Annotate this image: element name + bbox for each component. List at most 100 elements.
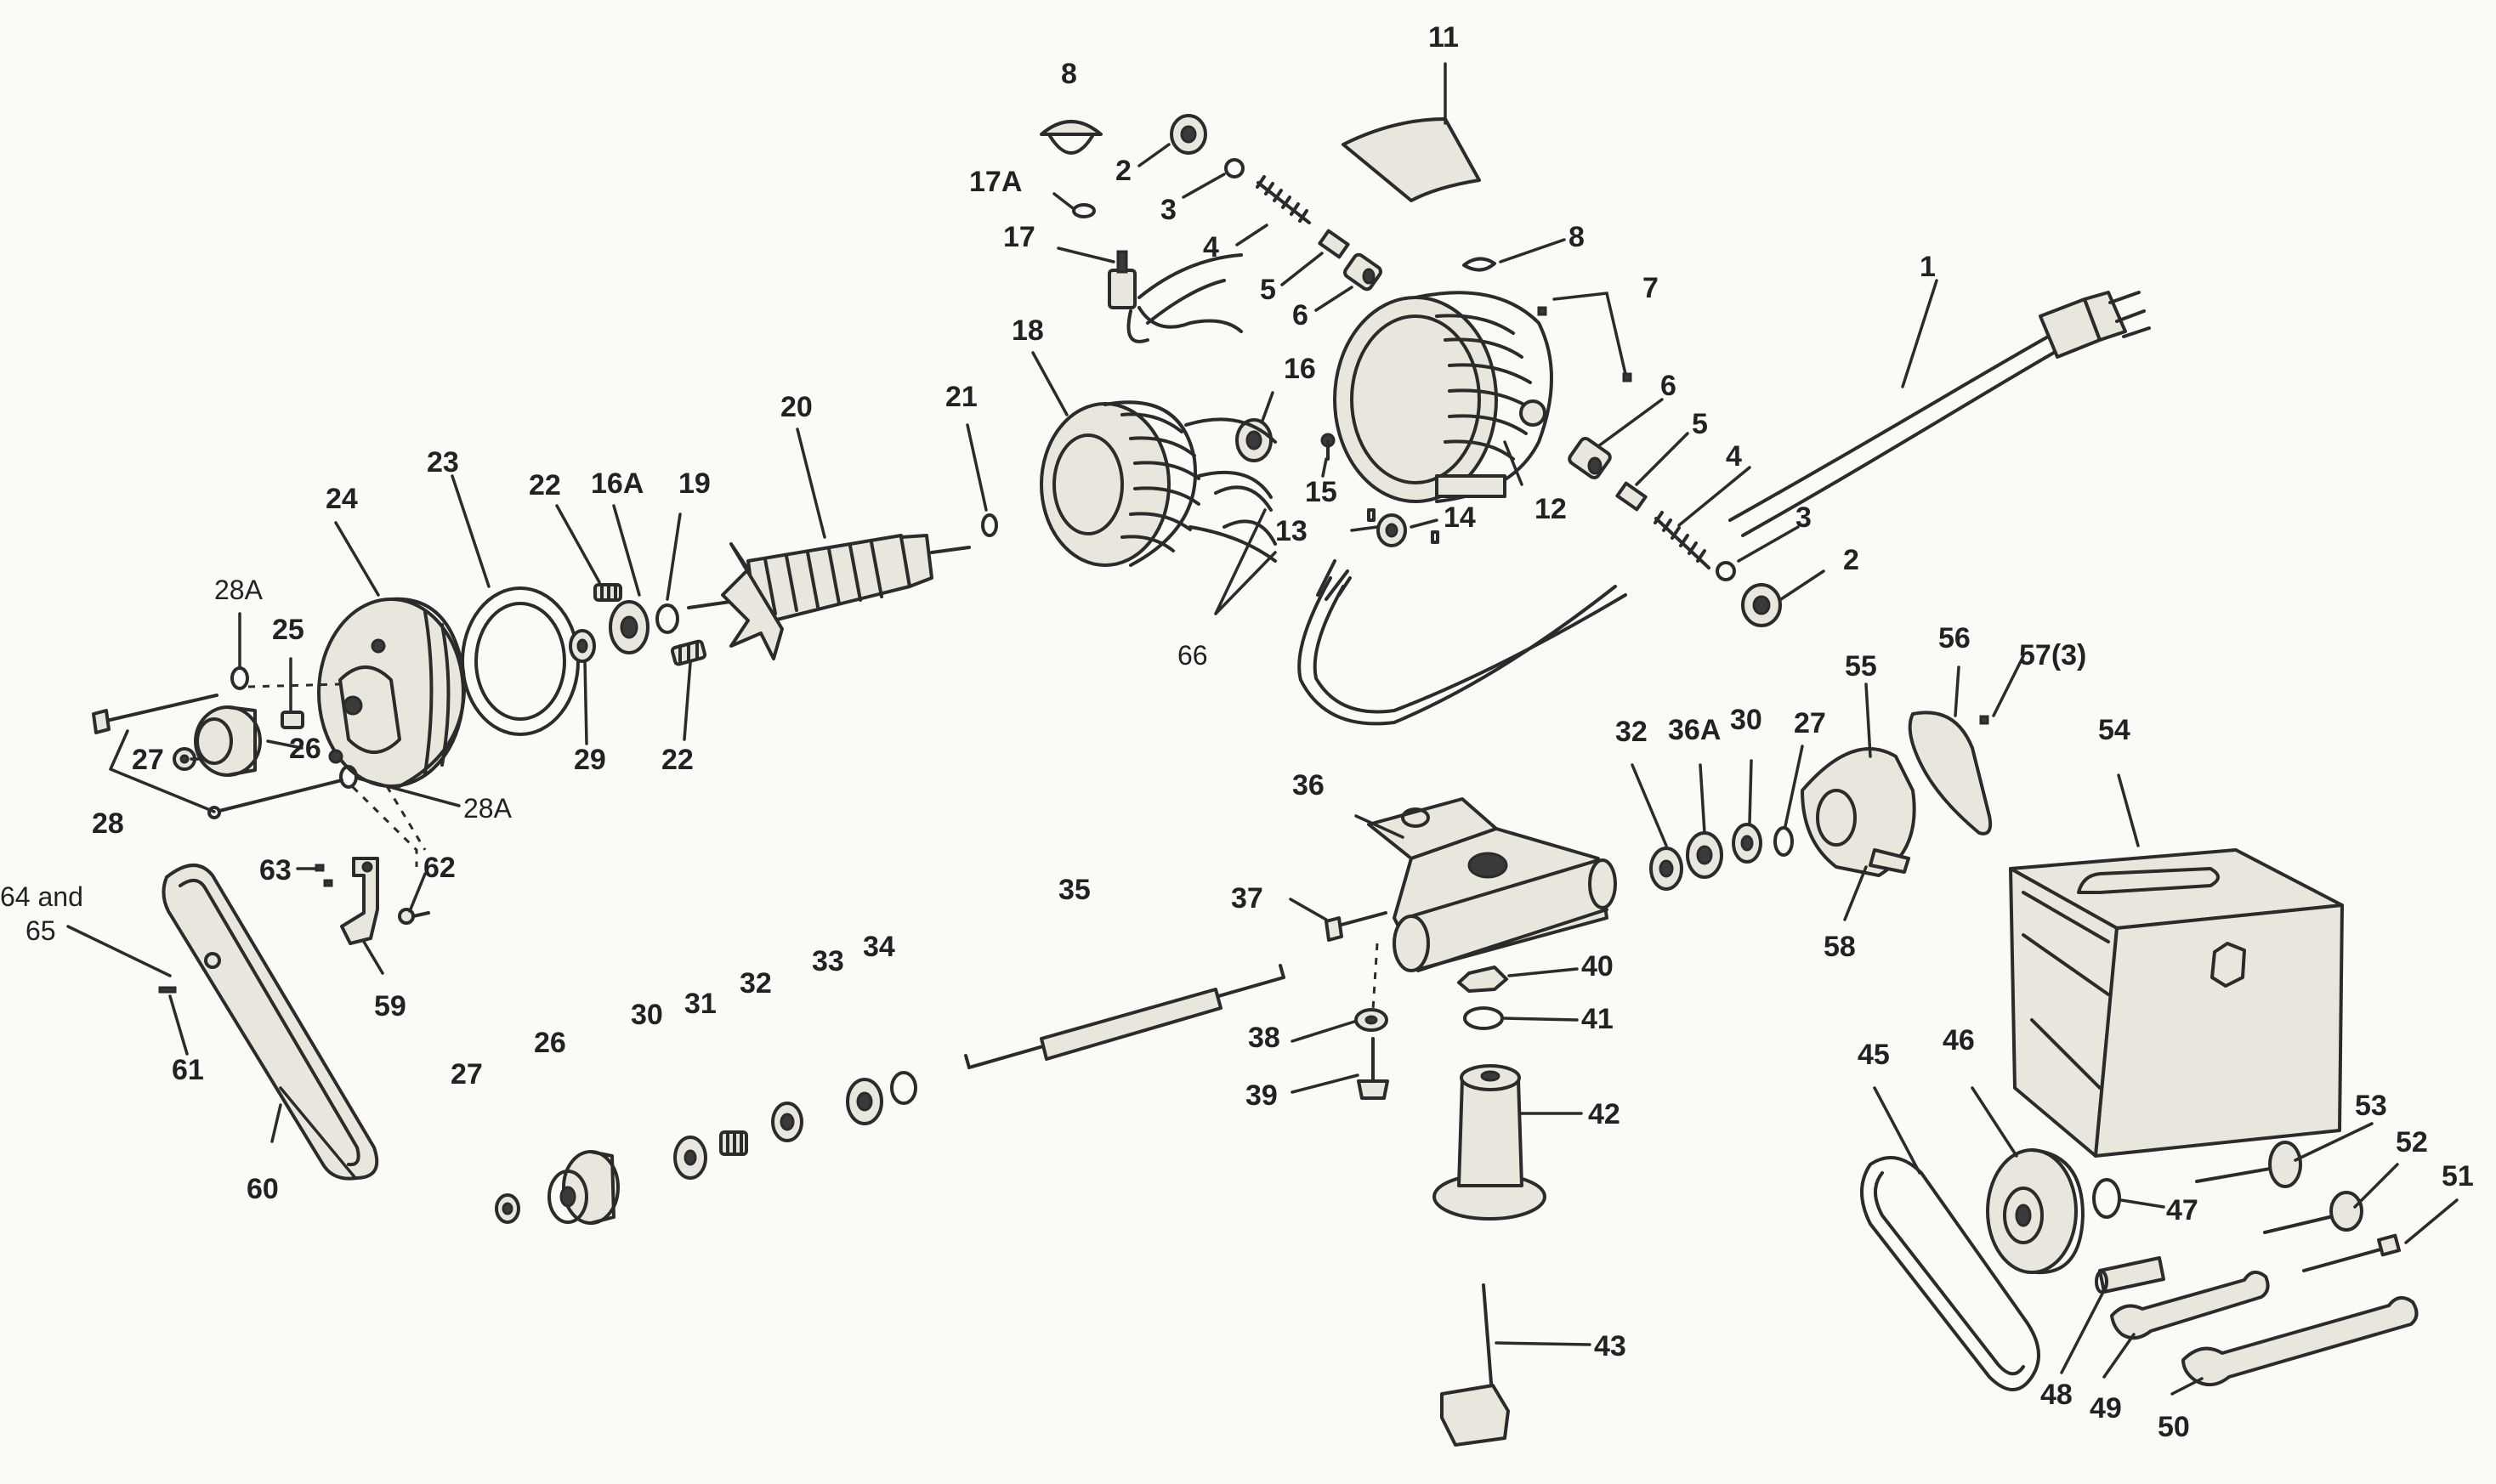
callout-32-bottom: 32 — [740, 967, 772, 1000]
callout-33: 33 — [812, 945, 844, 977]
gear-washer-part-33 — [846, 1078, 883, 1125]
callout-54: 54 — [2098, 714, 2130, 746]
callout-7: 7 — [1642, 272, 1659, 304]
callout-8-top: 8 — [1061, 58, 1077, 90]
callout-46: 46 — [1943, 1024, 1975, 1056]
callout-43: 43 — [1594, 1330, 1626, 1362]
callout-31: 31 — [684, 988, 717, 1020]
washer-part-3-top — [1224, 158, 1245, 178]
shaft-part-35 — [964, 964, 1285, 1069]
lock-washer-part-29 — [569, 629, 596, 663]
callout-4-right: 4 — [1726, 440, 1742, 473]
cover-plate-part-11 — [1342, 117, 1481, 202]
bolt-part-28-upper — [92, 694, 218, 734]
callout-38: 38 — [1248, 1022, 1280, 1054]
bolt-part-28-lower — [207, 779, 343, 819]
callout-50: 50 — [2158, 1411, 2190, 1443]
callout-13: 13 — [1275, 515, 1308, 547]
callout-66: 66 — [1177, 640, 1208, 671]
alignment-line-post — [1371, 943, 1379, 1011]
callout-64-and-65-line1: 64 and — [0, 881, 83, 912]
gasket-part-23 — [461, 586, 580, 736]
washer-part-19 — [655, 603, 679, 634]
washer-part-30-bottom — [673, 1136, 707, 1180]
callout-27-right: 27 — [1794, 707, 1826, 739]
callout-32-right: 32 — [1615, 716, 1648, 748]
callout-35: 35 — [1058, 874, 1091, 906]
callout-4-top: 4 — [1203, 231, 1219, 263]
washer-part-30-right — [1732, 823, 1762, 864]
wrench-part-50 — [2181, 1295, 2419, 1387]
lead-wires-part-66 — [1214, 485, 1627, 726]
bracket-part-59 — [340, 857, 379, 945]
tool-rest-post-part-42 — [1432, 1064, 1546, 1221]
nut-part-40 — [1457, 966, 1508, 993]
adapter-part-48 — [2095, 1256, 2165, 1294]
callout-1: 1 — [1920, 251, 1936, 283]
brush-holder-part-6-right — [1568, 436, 1612, 480]
gear-housing-part-24 — [317, 597, 466, 788]
motor-housing-part-12 — [1333, 291, 1553, 503]
nut-part-27-bottom — [495, 1193, 520, 1224]
bearing-part-16a — [609, 600, 650, 654]
power-cord-part-1 — [1728, 291, 2151, 537]
brush-part-5-top — [1318, 229, 1350, 259]
screw-part-57 — [1979, 715, 1989, 725]
callout-5-top: 5 — [1260, 274, 1276, 306]
callout-53: 53 — [2355, 1090, 2387, 1122]
callout-30-right: 30 — [1730, 704, 1762, 736]
callout-8-right: 8 — [1569, 221, 1585, 253]
callout-22-bottom: 22 — [661, 744, 694, 776]
callout-6-right: 6 — [1660, 370, 1676, 402]
callout-2-right: 2 — [1843, 544, 1859, 576]
mandrel-part-51 — [2302, 1233, 2401, 1272]
callout-39: 39 — [1245, 1079, 1278, 1112]
field-coil-part-18 — [1040, 400, 1277, 567]
screw-part-7 — [1537, 306, 1632, 382]
callout-59: 59 — [374, 990, 406, 1022]
callout-36: 36 — [1292, 769, 1325, 801]
callout-6-top: 6 — [1292, 299, 1308, 331]
callout-28a-upper: 28A — [214, 575, 264, 605]
spring-part-22-top — [593, 583, 622, 602]
callout-62: 62 — [423, 852, 456, 884]
v-belt-part-45 — [1860, 1156, 2040, 1391]
callout-21: 21 — [945, 381, 978, 413]
armature-part-20 — [687, 534, 971, 660]
alignment-lines-gear-housing — [247, 683, 427, 867]
washer-part-41 — [1463, 1006, 1504, 1030]
spacer-part-31 — [719, 1130, 748, 1156]
washer-part-3-right — [1716, 561, 1736, 581]
callout-15: 15 — [1305, 476, 1337, 508]
rubber-plug-part-8 — [1040, 120, 1103, 155]
callout-56: 56 — [1938, 622, 1971, 654]
callout-41: 41 — [1581, 1003, 1614, 1035]
callout-49: 49 — [2090, 1392, 2122, 1425]
callout-23: 23 — [427, 446, 459, 479]
callout-26-lower: 26 — [534, 1027, 566, 1059]
wheel-guard-part-55 — [1801, 747, 1916, 877]
spacer-part-36a — [1686, 831, 1723, 879]
callout-3-top: 3 — [1160, 194, 1177, 226]
callout-48: 48 — [2040, 1379, 2073, 1411]
guard-cover-part-56 — [1908, 711, 1993, 835]
callout-64-and-65-line2: 65 — [26, 915, 56, 946]
bolt-part-37 — [1325, 911, 1387, 942]
callout-28a-lower: 28A — [463, 793, 513, 824]
switch-part-17 — [1108, 250, 1243, 343]
callout-22-top: 22 — [529, 469, 561, 501]
callout-30-bottom: 30 — [631, 999, 663, 1031]
callout-42: 42 — [1588, 1098, 1620, 1130]
callout-26-upper: 26 — [289, 733, 321, 765]
mandrel-part-52 — [2263, 1191, 2363, 1234]
callout-60: 60 — [247, 1173, 279, 1205]
bolt-part-39 — [1357, 1037, 1389, 1100]
callout-16: 16 — [1284, 353, 1316, 385]
callout-5-right: 5 — [1692, 408, 1708, 440]
callout-58: 58 — [1824, 931, 1856, 963]
mandrel-part-53 — [2195, 1141, 2302, 1188]
brush-holder-part-6-top — [1343, 252, 1382, 292]
callout-2-top: 2 — [1115, 155, 1132, 187]
washer-part-47 — [2092, 1178, 2121, 1219]
